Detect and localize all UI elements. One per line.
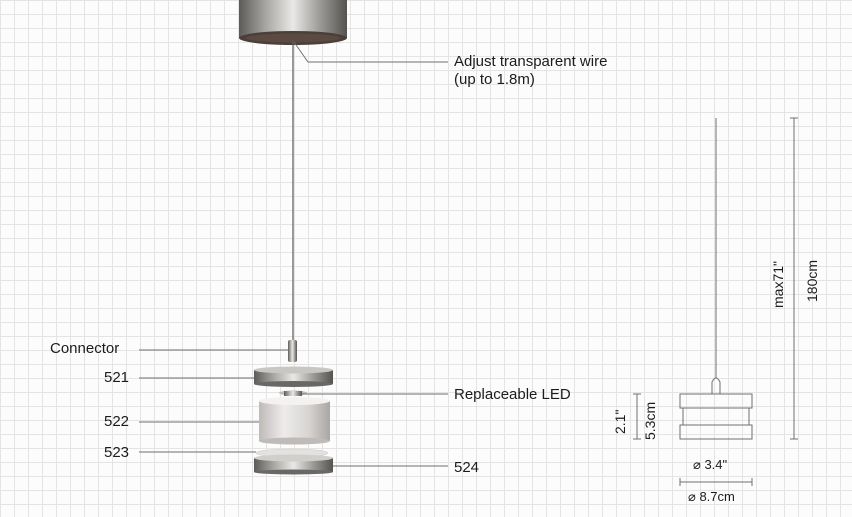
diameter-cm: ⌀ 8.7cm (688, 489, 735, 504)
diameter-inches: ⌀ 3.4" (693, 457, 728, 472)
body-height-inches: 2.1" (612, 409, 628, 434)
side-elevation (633, 117, 798, 486)
part-524-cup (254, 454, 333, 475)
part-522-label: 522 (104, 413, 130, 430)
wire-label: Adjust transparent wire (up to 1.8m) (454, 53, 607, 89)
part-521-disc (254, 366, 333, 387)
elevation-glass (682, 407, 750, 426)
leader-wire (293, 41, 448, 63)
part-524-label: 524 (454, 459, 480, 476)
connector-label: Connector (50, 340, 120, 357)
leader-lines (139, 41, 448, 467)
part-521-label: 521 (104, 369, 130, 386)
wire-label-line-2: (up to 1.8m) (454, 71, 535, 88)
elevation-connector (711, 377, 721, 394)
body-height-cm: 5.3cm (642, 401, 658, 440)
elevation-top-band (679, 393, 753, 409)
part-523-label: 523 (104, 444, 130, 461)
overall-height-cm: 180cm (804, 259, 820, 302)
overall-height-inches: max71" (770, 261, 786, 308)
led-module (279, 390, 307, 396)
canopy (239, 0, 347, 45)
part-522-glass (259, 397, 330, 445)
wire-label-line-1: Adjust transparent wire (454, 53, 608, 70)
connector-part (288, 340, 297, 362)
led-label: Replaceable LED (454, 386, 571, 403)
elevation-bottom-band (679, 424, 753, 440)
